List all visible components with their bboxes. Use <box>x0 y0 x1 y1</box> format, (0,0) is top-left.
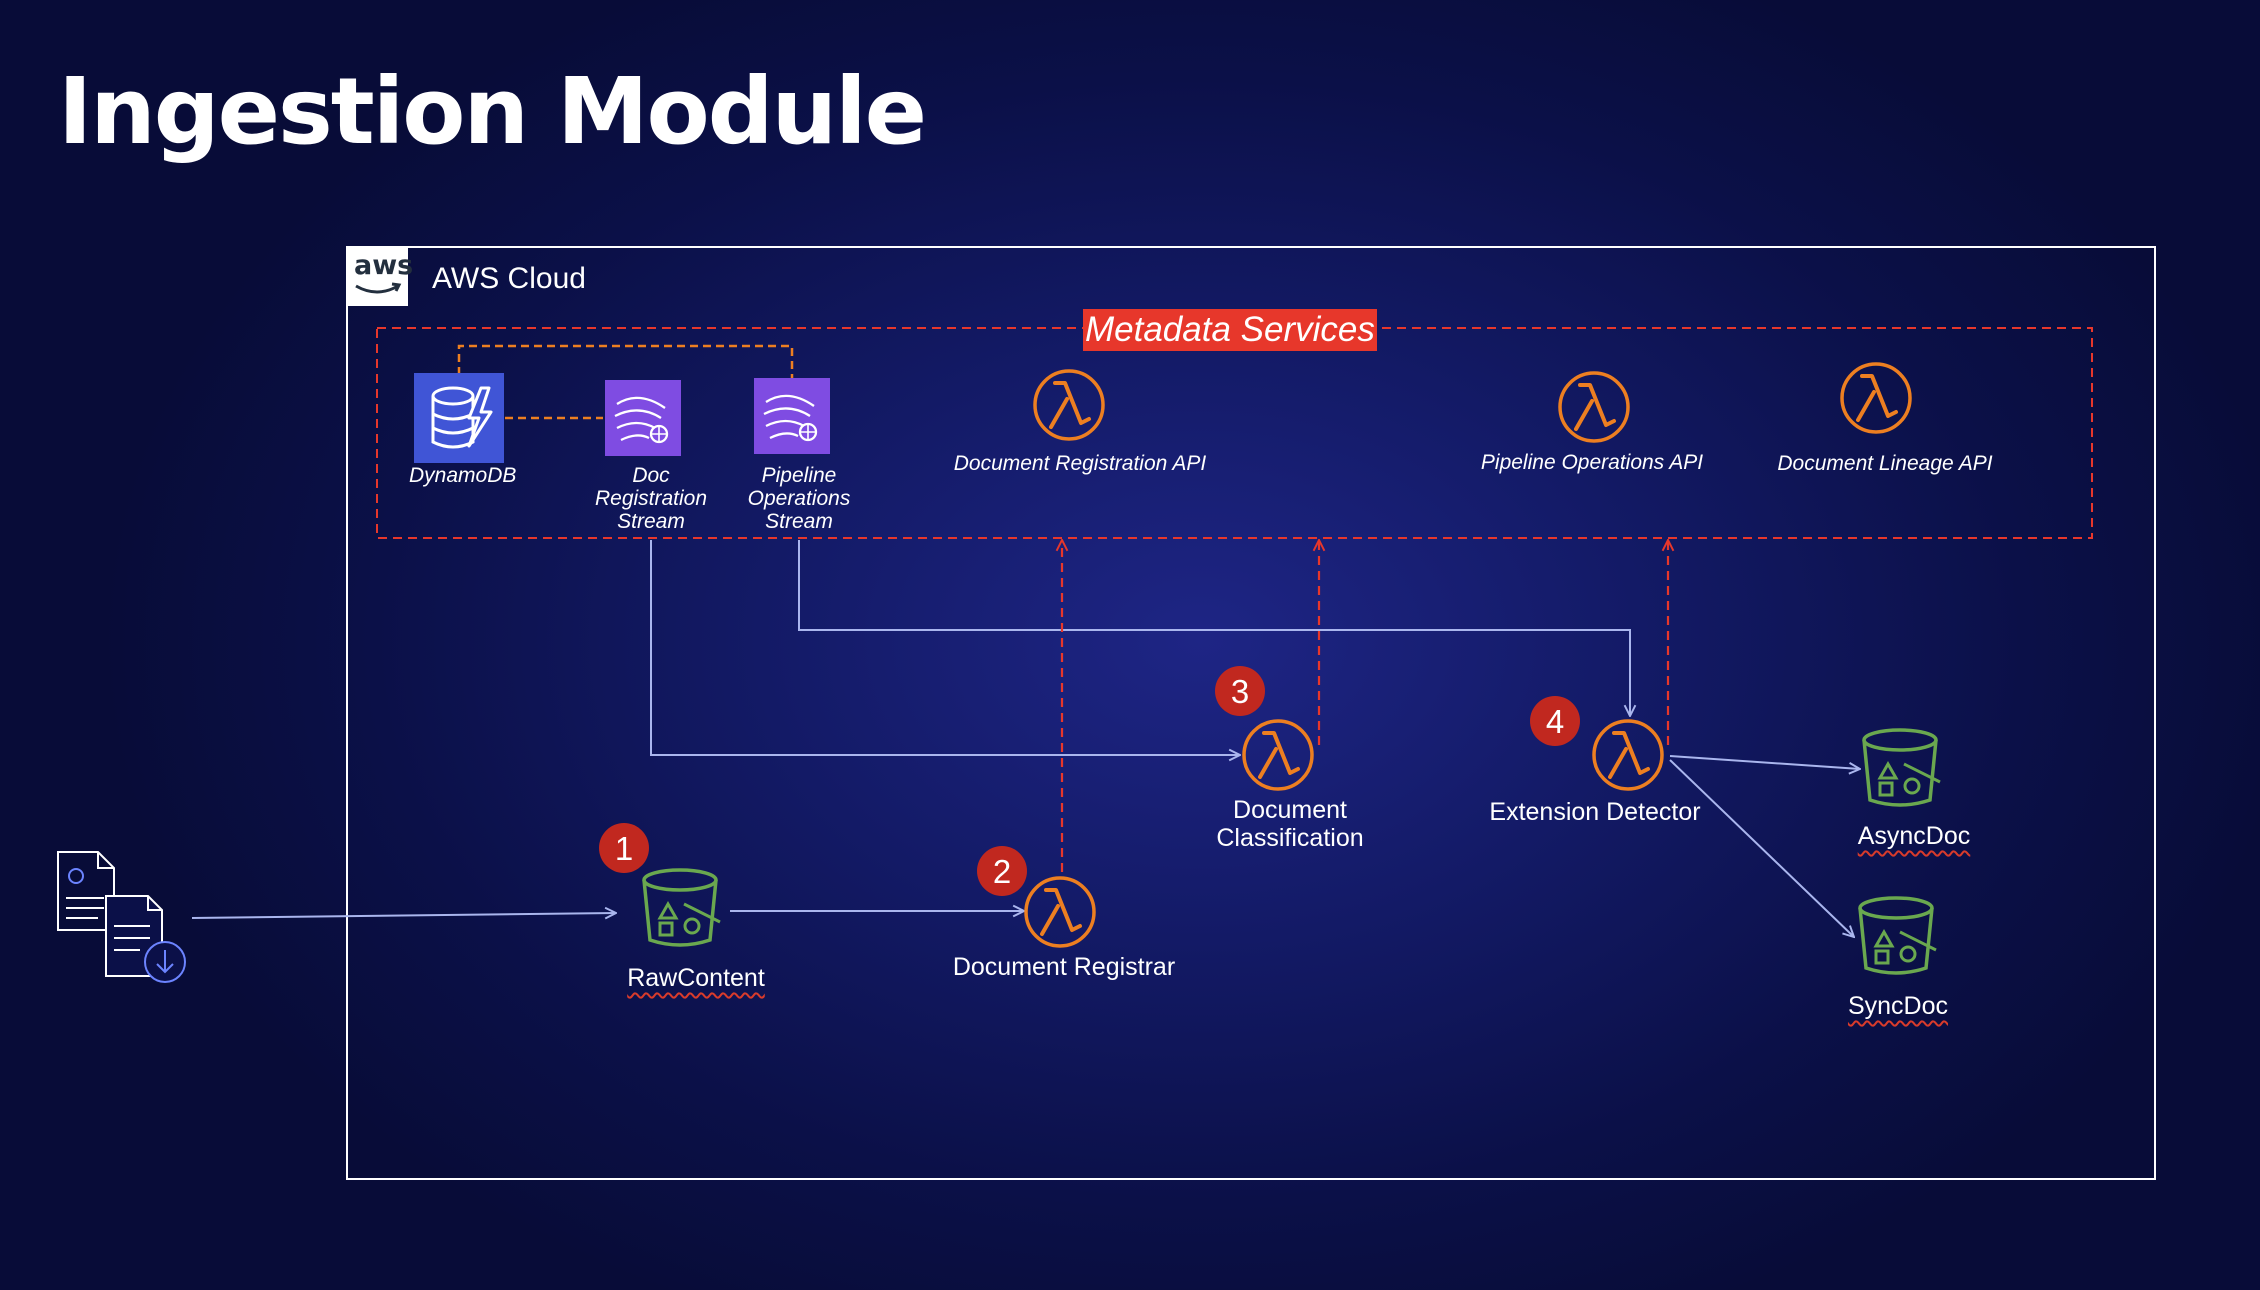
doc-stream-line-2: Registration <box>594 487 708 510</box>
doc-registration-api-lambda-icon <box>1033 369 1105 441</box>
aws-logo-text: aws <box>354 250 414 281</box>
document-classification-lambda-icon <box>1242 719 1314 791</box>
aws-cloud-label: AWS Cloud <box>432 262 586 295</box>
doc-class-line-2: Classification <box>1216 824 1364 852</box>
aws-logo: aws <box>346 246 413 306</box>
aws-cloud-group <box>346 246 2156 1180</box>
dynamodb-link-pipeline <box>457 344 794 378</box>
step-3-number: 3 <box>1231 673 1249 710</box>
pipe-stream-line-2: Operations <box>747 487 851 510</box>
doc-registration-stream-label: Doc Registration Stream <box>583 464 719 533</box>
step-2-number: 2 <box>993 853 1011 890</box>
extension-detector-lambda-icon <box>1592 719 1664 791</box>
doc-class-line-1: Document <box>1233 796 1347 824</box>
pipeline-operations-api-lambda-icon <box>1558 371 1630 443</box>
rawcontent-bucket-icon <box>642 868 722 947</box>
rawcontent-label: RawContent <box>627 964 765 992</box>
doc-stream-line-1: Doc <box>632 464 670 487</box>
pipeline-operations-stream-icon <box>752 376 832 456</box>
pipe-stream-line-3: Stream <box>765 510 833 533</box>
syncdoc-bucket-icon <box>1858 896 1938 975</box>
pipe-stream-line-1: Pipeline <box>761 464 837 487</box>
asyncdoc-bucket-icon <box>1862 728 1942 807</box>
doc-stream-to-classification-arrow <box>650 540 1240 755</box>
dynamodb-icon <box>414 373 504 463</box>
doc-lineage-api-label: Document Lineage API <box>1777 452 1993 475</box>
dynamodb-label: DynamoDB <box>409 464 517 487</box>
doc-lineage-api-lambda-icon <box>1840 362 1912 434</box>
doc-registration-stream-icon <box>603 378 683 458</box>
document-registrar-label: Document Registrar <box>952 953 1176 981</box>
metadata-services-label: Metadata Services <box>1083 309 1377 351</box>
extension-to-asyncdoc-arrow <box>1669 755 1860 769</box>
pipeline-stream-to-extension-arrow <box>798 540 1630 716</box>
step-4-number: 4 <box>1546 703 1564 740</box>
input-to-rawcontent-arrow <box>191 913 616 918</box>
pipeline-operations-api-label: Pipeline Operations API <box>1480 451 1704 474</box>
document-registrar-lambda-icon <box>1024 876 1096 948</box>
document-classification-label: Document Classification <box>1170 796 1410 852</box>
pipeline-operations-stream-label: Pipeline Operations Stream <box>731 464 867 533</box>
extension-detector-label: Extension Detector <box>1489 798 1701 826</box>
extension-to-syncdoc-arrow <box>1669 759 1854 937</box>
step-1-number: 1 <box>615 830 633 867</box>
doc-registration-api-label: Document Registration API <box>953 452 1207 475</box>
asyncdoc-label: AsyncDoc <box>1857 822 1971 850</box>
doc-stream-line-3: Stream <box>617 510 685 533</box>
syncdoc-label: SyncDoc <box>1847 992 1949 1020</box>
page-title: Ingestion Module <box>58 58 927 165</box>
documents-input-icon <box>57 851 186 983</box>
